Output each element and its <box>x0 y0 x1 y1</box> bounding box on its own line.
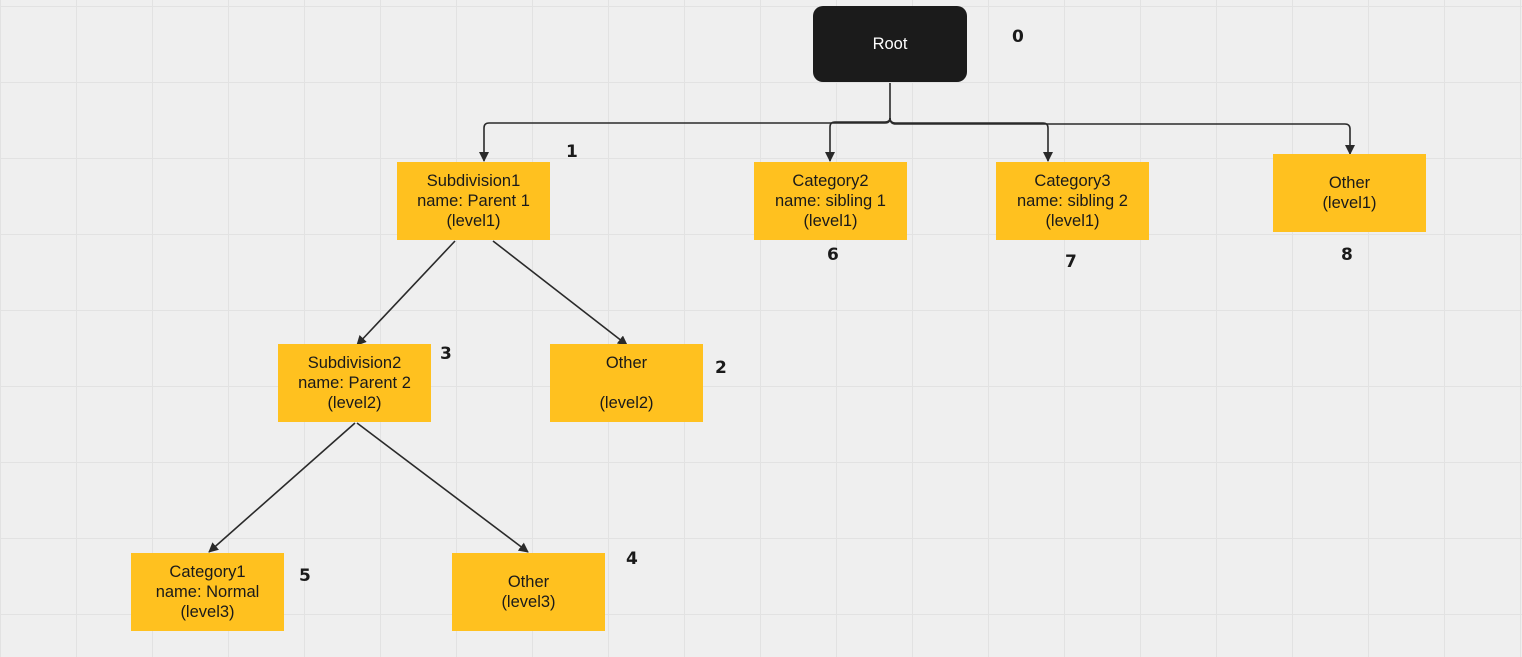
edge-root-subdivision1 <box>479 83 891 162</box>
other-level2-node-number: 2 <box>715 358 727 378</box>
root-node[interactable]: Root <box>813 6 967 82</box>
subdivision2-node-number: 3 <box>440 344 452 364</box>
edge-subdivision2-category1 <box>208 422 356 553</box>
category1-node-number: 5 <box>299 566 311 586</box>
other-level1-node-label: Other (level1) <box>1322 174 1377 212</box>
subdivision1-node[interactable]: Subdivision1 name: Parent 1 (level1) <box>397 162 550 240</box>
category3-node-label: Category3 name: sibling 2 (level1) <box>1017 172 1128 230</box>
other-level1-node-number: 8 <box>1341 245 1353 265</box>
category1-node-label: Category1 name: Normal (level3) <box>155 563 260 621</box>
other-level3-node[interactable]: Other (level3) <box>452 553 605 631</box>
category1-node[interactable]: Category1 name: Normal (level3) <box>131 553 284 631</box>
category3-node-number: 7 <box>1065 252 1077 272</box>
other-level2-node-label: Other (level2) <box>599 354 654 412</box>
subdivision2-node-label: Subdivision2 name: Parent 2 (level2) <box>298 354 411 412</box>
other-level3-node-label: Other (level3) <box>501 573 556 611</box>
category2-node-label: Category2 name: sibling 1 (level1) <box>775 172 886 230</box>
category3-node[interactable]: Category3 name: sibling 2 (level1) <box>996 162 1149 240</box>
category2-node[interactable]: Category2 name: sibling 1 (level1) <box>754 162 907 240</box>
edge-root-category2 <box>825 117 891 162</box>
edge-subdivision1-other-level2 <box>492 240 628 346</box>
subdivision1-node-number: 1 <box>566 142 578 162</box>
edge-root-other-level1 <box>889 117 1355 155</box>
category2-node-number: 6 <box>827 245 839 265</box>
root-node-number: 0 <box>1012 27 1024 47</box>
root-node-label: Root <box>872 35 908 53</box>
subdivision1-node-label: Subdivision1 name: Parent 1 (level1) <box>417 172 530 230</box>
other-level2-node[interactable]: Other (level2) <box>550 344 703 422</box>
edge-subdivision1-subdivision2 <box>356 240 456 346</box>
subdivision2-node[interactable]: Subdivision2 name: Parent 2 (level2) <box>278 344 431 422</box>
other-level1-node[interactable]: Other (level1) <box>1273 154 1426 232</box>
edge-subdivision2-other-level3 <box>356 422 529 553</box>
other-level3-node-number: 4 <box>626 549 638 569</box>
